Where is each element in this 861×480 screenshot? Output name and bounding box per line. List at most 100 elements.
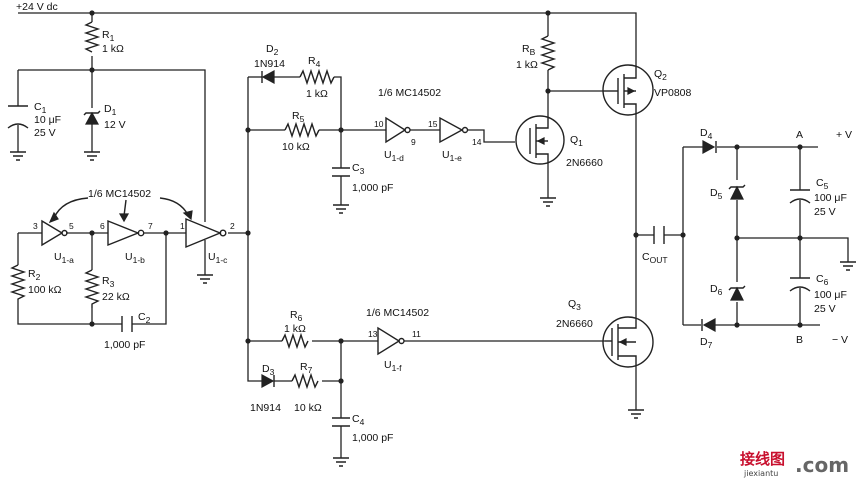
inverter-u1b [107,219,145,247]
q3-label: Q3 2N6660 [556,298,593,330]
u1a-labels: 3 5 U1-a [33,221,74,265]
svg-text:1 kΩ: 1 kΩ [516,59,538,71]
q1-label: Q1 2N6660 [566,134,603,169]
diode-d4 [702,139,717,155]
ic-label-top-mid: 1/6 MC14502 [378,87,441,99]
svg-text:R4: R4 [308,55,321,69]
svg-text:25 V: 25 V [34,127,56,139]
junction-dots [89,10,803,384]
inverter-u1d [385,116,411,144]
svg-text:R5: R5 [292,110,305,124]
svg-text:U1-c: U1-c [208,251,228,265]
svg-text:25 V: 25 V [814,303,836,315]
svg-text:11: 11 [412,329,421,339]
u1d-labels: 10 9 U1-d [374,119,416,163]
r6-label: R6 1 kΩ [284,309,306,335]
svg-text:D2: D2 [266,43,279,57]
ground-symbols [10,151,856,467]
inverter-u1e [439,116,469,144]
capacitor-c4 [332,417,350,427]
c6-label: C6 100 μF 25 V [814,273,847,315]
svg-text:10: 10 [374,119,384,129]
output-minus-label: − V [832,334,848,346]
watermark-logo: 接线图 .com jiexiantu [740,450,849,478]
svg-text:10 kΩ: 10 kΩ [294,402,322,414]
r5-label: R5 10 kΩ [282,110,310,153]
resistor-r5 [284,121,320,139]
c5-label: C5 100 μF 25 V [814,177,847,218]
svg-text:R6: R6 [290,309,303,323]
svg-text:2N6660: 2N6660 [566,157,603,169]
svg-text:5: 5 [69,221,74,231]
r4-label: R4 1 kΩ [306,55,328,100]
svg-text:R1: R1 [102,29,115,43]
svg-text:U1-b: U1-b [125,251,145,265]
inverter-u1f [377,326,405,356]
svg-text:D1: D1 [104,103,117,117]
capacitor-c3 [332,167,350,177]
c1-label: C1 10 μF 25 V [34,101,61,139]
capacitor-cout [653,226,665,244]
svg-text:25 V: 25 V [814,206,836,218]
supply-label: +24 V dc [16,1,58,13]
d7-label: D7 [700,336,713,350]
svg-text:C4: C4 [352,413,365,427]
svg-text:7: 7 [148,221,153,231]
svg-text:1: 1 [180,221,185,231]
ic-label-bottom: 1/6 MC14502 [366,307,429,319]
d3-label: D3 1N914 [250,363,281,414]
svg-text:Q1: Q1 [570,134,583,148]
svg-text:R2: R2 [28,268,41,282]
resistor-r3 [83,269,101,308]
svg-text:3: 3 [33,221,38,231]
u1c-labels: 1 2 U1-c [180,221,235,265]
svg-text:14: 14 [472,137,482,147]
rb-label: RB 1 kΩ [516,43,538,71]
svg-text:10 kΩ: 10 kΩ [282,141,310,153]
svg-text:C2: C2 [138,311,151,325]
u1f-labels: 13 11 U1-f [368,329,421,373]
svg-text:1 kΩ: 1 kΩ [102,43,124,55]
svg-text:U1-a: U1-a [54,251,74,265]
d4-label: D4 [700,127,713,141]
capacitor-c6 [789,277,811,292]
c2-label: C2 1,000 pF [104,311,151,351]
output-plus-label: + V [836,129,852,141]
d1-label: D1 12 V [104,103,126,131]
zener-diode-d6 [728,285,746,301]
resistor-r2 [9,264,27,300]
svg-text:1N914: 1N914 [250,402,281,414]
capacitor-c1 [7,105,29,129]
d5-label: D5 [710,187,723,201]
svg-text:Q2: Q2 [654,68,667,82]
svg-text:9: 9 [411,137,416,147]
resistor-r7 [291,372,319,390]
svg-text:1 kΩ: 1 kΩ [306,88,328,100]
inverter-u1a [41,219,68,247]
cout-label: COUT [642,251,668,265]
svg-text:U1-e: U1-e [442,149,462,163]
inverter-u1c [185,217,227,249]
diode-d2 [261,69,275,85]
svg-text:6: 6 [100,221,105,231]
svg-text:C1: C1 [34,101,47,115]
resistor-r1 [83,21,101,53]
c3-label: C3 1,000 pF [352,162,393,194]
svg-text:Q3: Q3 [568,298,581,312]
ic-pointer-arrows [48,197,193,224]
resistor-rb [539,35,557,71]
c4-label: C4 1,000 pF [352,413,393,444]
r1-label: R1 1 kΩ [102,29,124,55]
svg-text:COUT: COUT [642,251,668,265]
svg-text:1,000 pF: 1,000 pF [104,339,145,351]
zener-diode-d5 [728,184,746,200]
node-a-label: A [796,129,803,141]
r3-label: R3 22 kΩ [102,275,130,303]
svg-text:R7: R7 [300,361,313,375]
svg-text:C5: C5 [816,177,829,191]
svg-text:15: 15 [428,119,438,129]
svg-text:RB: RB [522,43,536,57]
svg-text:2N6660: 2N6660 [556,318,593,330]
mosfet-q1 [515,115,565,165]
svg-text:100 μF: 100 μF [814,192,847,204]
